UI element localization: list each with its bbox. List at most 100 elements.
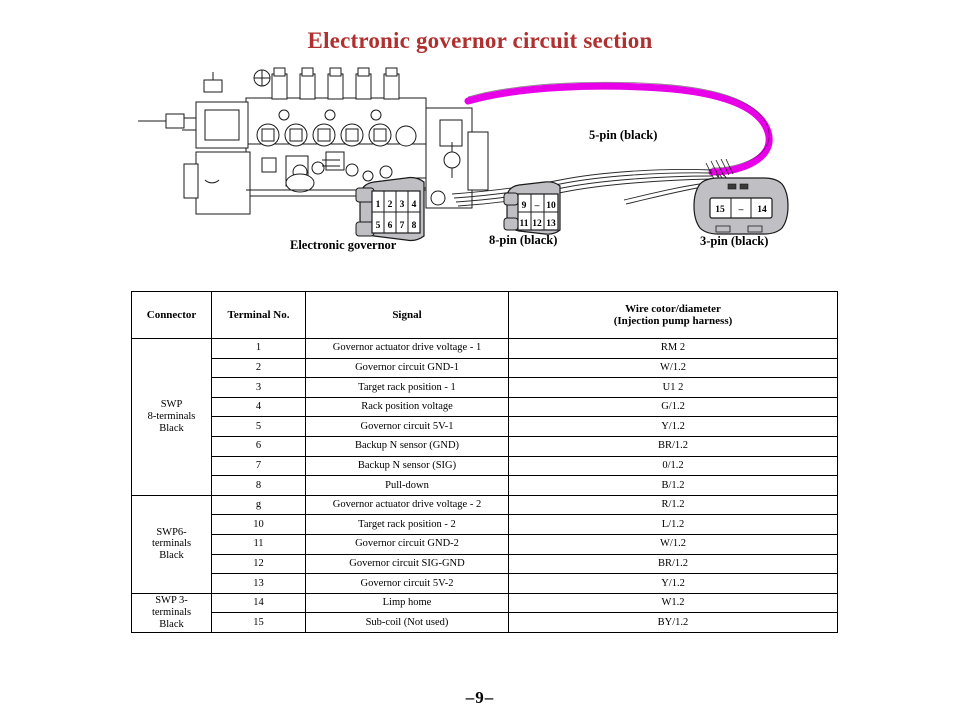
connector-5pin: 9 – 10 11 12 13 bbox=[503, 181, 561, 235]
label-3-pin: 3-pin (black) bbox=[700, 234, 769, 248]
cell-wire: BR/1.2 bbox=[508, 553, 838, 575]
header-terminal-no: Terminal No. bbox=[211, 291, 306, 339]
wire-bundle bbox=[451, 158, 737, 207]
svg-text:13: 13 bbox=[546, 219, 556, 229]
cell-signal: Governor circuit GND-1 bbox=[305, 357, 509, 379]
connector-line: SWP bbox=[160, 399, 183, 411]
cell-terminal: 12 bbox=[211, 553, 306, 575]
connector-line: terminals bbox=[151, 606, 192, 618]
svg-text:3: 3 bbox=[400, 200, 405, 210]
cell-terminal: 15 bbox=[211, 612, 306, 633]
svg-text:6: 6 bbox=[388, 221, 393, 231]
svg-text:7: 7 bbox=[400, 221, 405, 231]
connector-line: terminals bbox=[151, 538, 192, 550]
svg-text:11: 11 bbox=[520, 219, 529, 229]
cell-signal: Rack position voltage bbox=[305, 396, 509, 418]
connector-3pin: 15 – 14 bbox=[693, 177, 789, 235]
pinout-table: Connector Terminal No. Signal Wire cotor… bbox=[131, 291, 838, 633]
svg-text:–: – bbox=[534, 201, 540, 211]
cell-signal: Target rack position - 1 bbox=[305, 377, 509, 398]
svg-text:9: 9 bbox=[522, 201, 527, 211]
cell-wire: G/1.2 bbox=[508, 396, 838, 418]
table-row: 11 Governor circuit GND-2 W/1.2 bbox=[132, 533, 838, 555]
svg-text:4: 4 bbox=[412, 200, 417, 210]
cell-signal: Sub-coil (Not used) bbox=[305, 612, 509, 633]
svg-text:8: 8 bbox=[412, 221, 417, 231]
table-row: 8 Pull-down B/1.2 bbox=[132, 475, 838, 496]
table-row: 2 Governor circuit GND-1 W/1.2 bbox=[132, 357, 838, 379]
header-connector: Connector bbox=[131, 291, 212, 339]
connector-line: Black bbox=[159, 618, 184, 630]
cell-signal: Limp home bbox=[305, 592, 509, 614]
cell-wire: BY/1.2 bbox=[508, 612, 838, 633]
cell-wire: U1 2 bbox=[508, 377, 838, 398]
cell-terminal: 6 bbox=[211, 435, 306, 457]
label-electronic-governor: Electronic governor bbox=[290, 238, 397, 252]
cell-signal: Pull-down bbox=[305, 475, 509, 496]
connector-group-swp8: SWP 8-terminals Black bbox=[131, 338, 212, 496]
connector-line: Black bbox=[159, 422, 184, 434]
cell-terminal: 7 bbox=[211, 455, 306, 477]
connector-group-swp6: SWP6- terminals Black bbox=[131, 494, 212, 594]
cell-signal: Backup N sensor (GND) bbox=[305, 435, 509, 457]
cell-terminal: 2 bbox=[211, 357, 306, 379]
table-row: 6 Backup N sensor (GND) BR/1.2 bbox=[132, 435, 838, 457]
cell-wire: B/1.2 bbox=[508, 475, 838, 496]
table-row: 12 Governor circuit SIG-GND BR/1.2 bbox=[132, 553, 838, 575]
svg-text:–: – bbox=[738, 205, 744, 215]
pinout-table-wrapper: Connector Terminal No. Signal Wire cotor… bbox=[131, 291, 838, 633]
header-wire-line1: Wire cotor/diameter bbox=[625, 302, 721, 315]
svg-text:15: 15 bbox=[715, 205, 725, 215]
svg-text:10: 10 bbox=[546, 201, 556, 211]
cell-signal: Governor circuit 5V-2 bbox=[305, 573, 509, 594]
cell-signal: Target rack position - 2 bbox=[305, 514, 509, 535]
connector-line: SWP6- bbox=[156, 526, 187, 538]
header-signal: Signal bbox=[305, 291, 509, 339]
svg-text:5: 5 bbox=[376, 221, 381, 231]
pinout-table-body: SWP 8-terminals Black 1 Governor actuato… bbox=[131, 338, 838, 633]
table-row: SWP 8-terminals Black 1 Governor actuato… bbox=[131, 338, 838, 496]
table-row: 7 Backup N sensor (SIG) 0/1.2 bbox=[132, 455, 838, 477]
connector-line: SWP 3- bbox=[155, 595, 188, 607]
table-row: SWP 3- terminals Black 14 Limp home W1.2 bbox=[131, 592, 838, 633]
cell-wire: R/1.2 bbox=[508, 494, 838, 516]
svg-text:12: 12 bbox=[532, 219, 542, 229]
cell-signal: Governor circuit GND-2 bbox=[305, 533, 509, 555]
figure-diagram: 1 2 3 4 5 6 7 8 9 – 10 11 bbox=[0, 60, 960, 275]
page-title: Electronic governor circuit section bbox=[307, 28, 653, 53]
cell-terminal: 4 bbox=[211, 396, 306, 418]
harness-cable bbox=[464, 81, 773, 176]
table-row: 13 Governor circuit 5V-2 Y/1.2 bbox=[132, 573, 838, 594]
cell-terminal: 3 bbox=[211, 377, 306, 398]
table-row: 10 Target rack position - 2 L/1.2 bbox=[132, 514, 838, 535]
label-8-pin: 8-pin (black) bbox=[489, 233, 558, 247]
connector-group-swp3: SWP 3- terminals Black bbox=[131, 592, 212, 633]
cell-wire: W/1.2 bbox=[508, 357, 838, 379]
label-5-pin: 5-pin (black) bbox=[589, 128, 658, 142]
cell-terminal: 13 bbox=[211, 573, 306, 594]
cell-wire: RM 2 bbox=[508, 338, 838, 359]
cell-wire: 0/1.2 bbox=[508, 455, 838, 477]
connector-line: 8-terminals bbox=[147, 411, 196, 422]
header-wire-line2: (Injection pump harness) bbox=[613, 315, 733, 327]
cell-wire: Y/1.2 bbox=[508, 416, 838, 437]
cell-wire: W/1.2 bbox=[508, 533, 838, 555]
connector-line: Black bbox=[159, 550, 184, 562]
cell-wire: L/1.2 bbox=[508, 514, 838, 535]
table-row: 5 Governor circuit 5V-1 Y/1.2 bbox=[132, 416, 838, 437]
cell-signal: Governor actuator drive voltage - 2 bbox=[305, 494, 509, 516]
svg-text:2: 2 bbox=[388, 200, 393, 210]
cell-terminal: 5 bbox=[211, 416, 306, 437]
cell-signal: Governor actuator drive voltage - 1 bbox=[305, 338, 509, 359]
cell-wire: Y/1.2 bbox=[508, 573, 838, 594]
svg-text:14: 14 bbox=[757, 205, 767, 215]
svg-text:1: 1 bbox=[376, 200, 381, 210]
connector-8pin: 1 2 3 4 5 6 7 8 bbox=[355, 176, 425, 242]
table-row: 4 Rack position voltage G/1.2 bbox=[132, 396, 838, 418]
header-wire-color-diameter: Wire cotor/diameter (Injection pump harn… bbox=[508, 291, 838, 339]
cell-signal: Backup N sensor (SIG) bbox=[305, 455, 509, 477]
cell-terminal: 14 bbox=[211, 592, 306, 614]
cell-terminal: g bbox=[211, 494, 306, 516]
cell-signal: Governor circuit 5V-1 bbox=[305, 416, 509, 437]
